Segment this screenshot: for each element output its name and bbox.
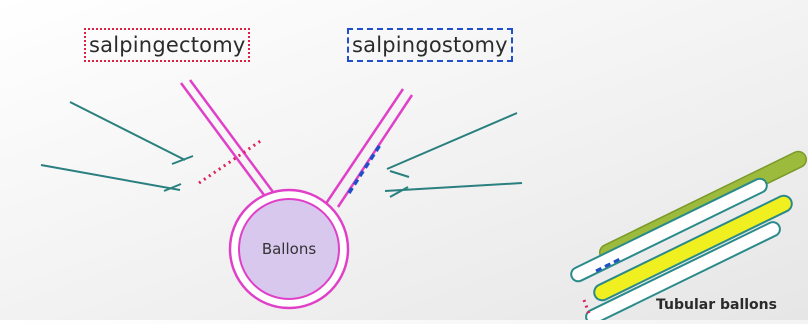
left-tube	[181, 80, 276, 196]
balloon: Ballons	[230, 190, 348, 308]
left-fimbriae	[41, 102, 193, 191]
balloon-label: Ballons	[262, 240, 317, 258]
tubular-balloons	[569, 149, 808, 320]
salpingostomy-label: salpingostomy	[347, 28, 513, 62]
tubular-balloons-label: Tubular ballons	[656, 297, 777, 313]
salpingectomy-cut-mark	[199, 140, 262, 183]
salpingectomy-label: salpingectomy	[84, 28, 250, 62]
right-fimbriae	[385, 113, 522, 197]
